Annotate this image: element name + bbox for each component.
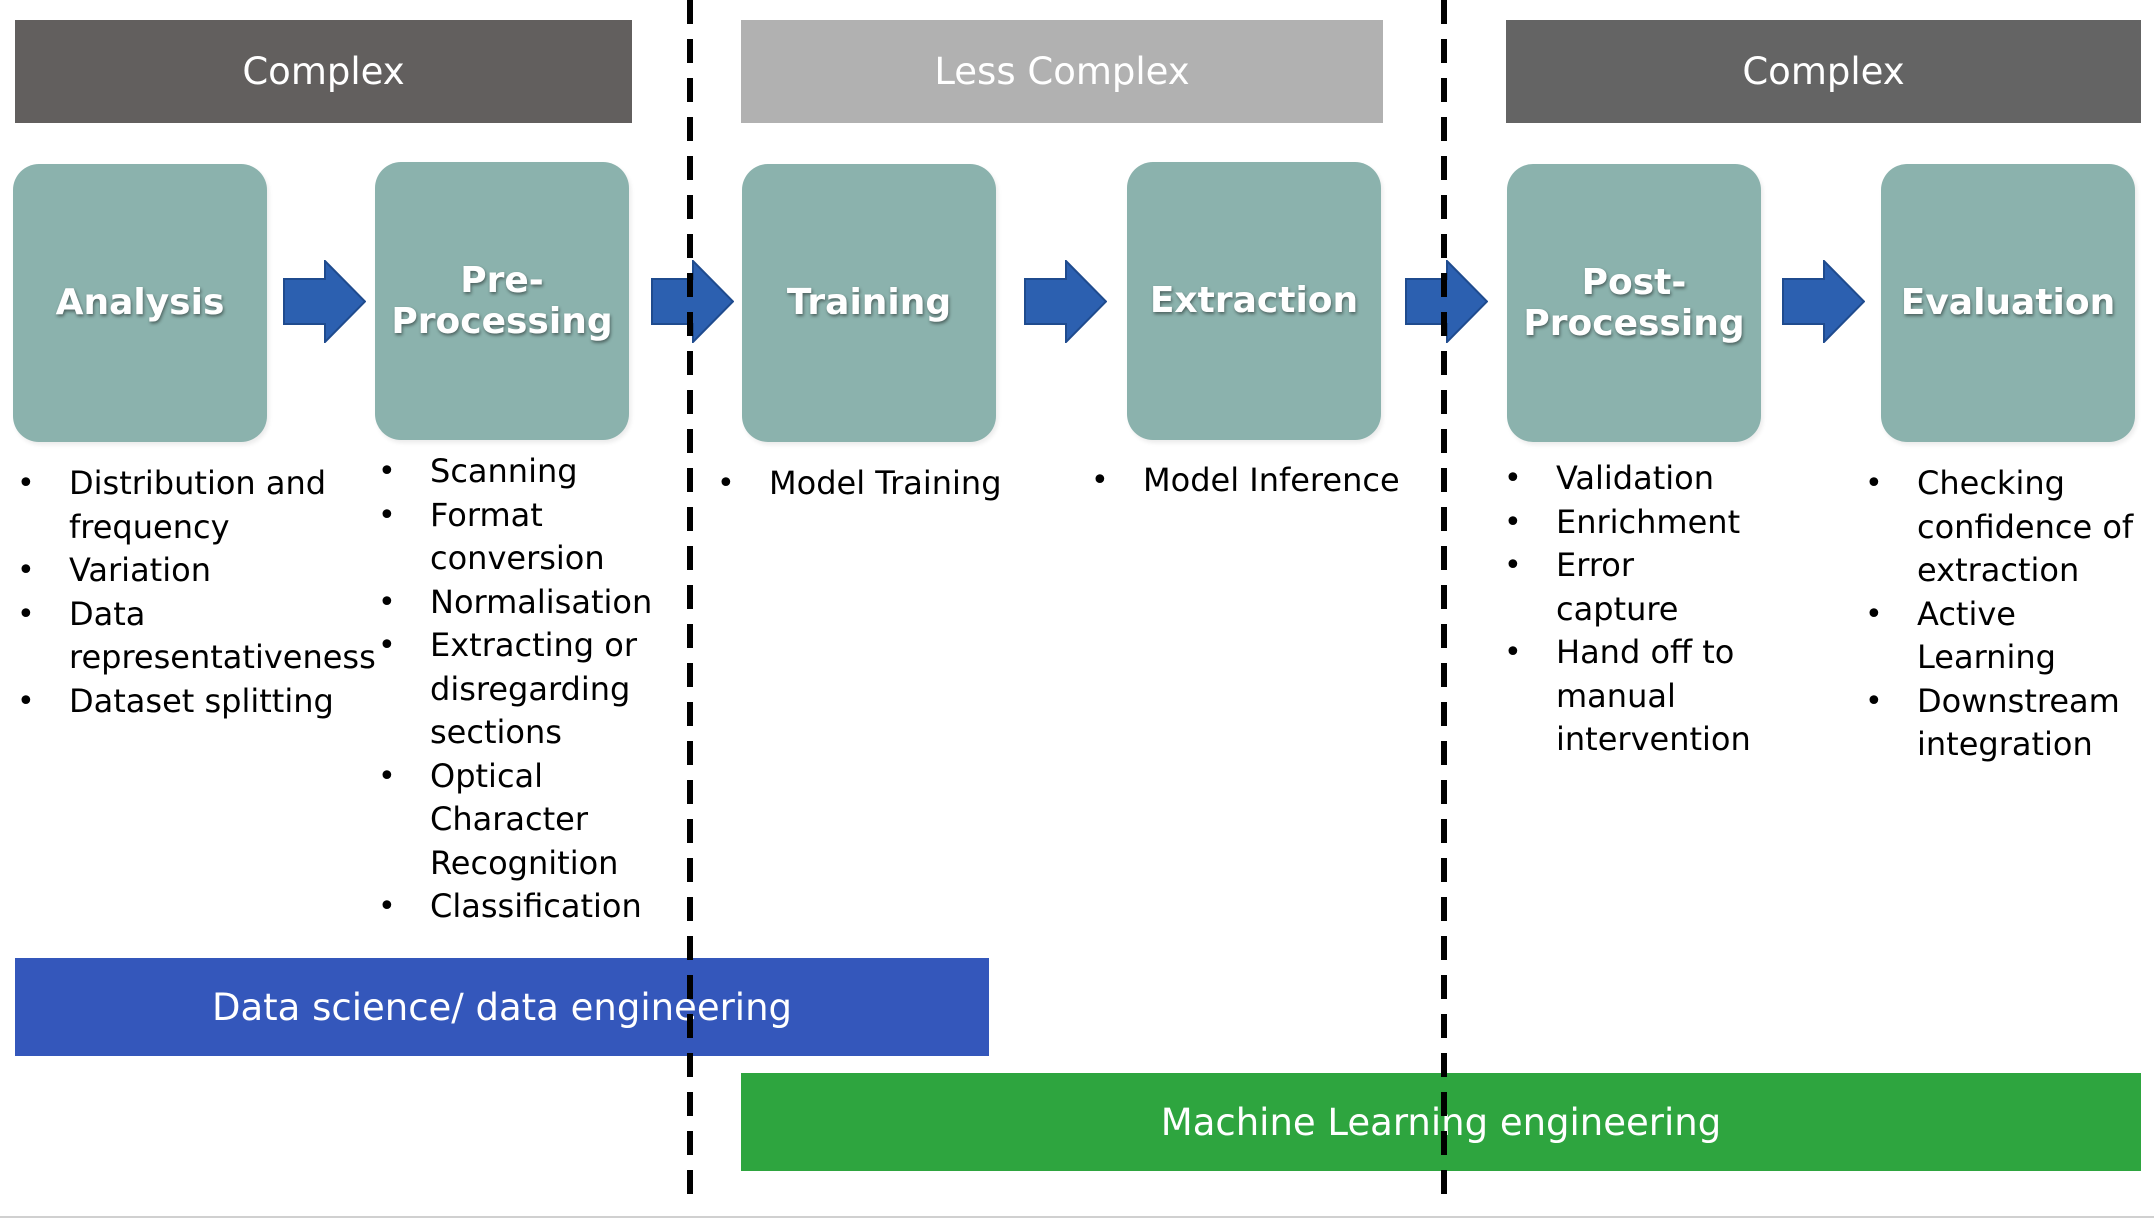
detail-list-item: Active Learning [1865,593,2154,680]
detail-list-item: Extracting or disregarding sections [378,624,678,755]
stage-training-label: Training [786,282,952,324]
detail-list-item: Classification [378,885,678,929]
stage-pre-processing: Pre- Processing [375,162,629,440]
evaluation-details-list: Checking confidence of extractionActive … [1865,462,2154,767]
phase-divider-dashed-line [1441,0,1447,1200]
detail-list-item: Distribution and frequency [17,462,357,549]
stage-evaluation-label: Evaluation [1900,282,2116,324]
detail-list-item: Hand off to manual intervention [1504,631,1764,762]
detail-list-item: Dataset splitting [17,680,357,724]
extraction-details-list: Model Inference [1091,459,1411,503]
bottom-border-line [0,1216,2154,1218]
detail-list-item: Model Inference [1091,459,1411,503]
stage-extraction: Extraction [1127,162,1381,440]
right-arrow-icon [651,260,734,343]
right-arrow-icon [283,260,366,343]
stage-analysis: Analysis [13,164,267,442]
post-processing-details-list: ValidationEnrichmentError captureHand of… [1504,457,1764,762]
stage-training: Training [742,164,996,442]
role-bar-machine-learning: Machine Learning engineering [741,1073,2141,1171]
stage-evaluation: Evaluation [1881,164,2135,442]
detail-list-item: Format conversion [378,494,678,581]
training-details-list: Model Training [717,462,1017,506]
role-bar-data-science: Data science/ data engineering [15,958,989,1056]
analysis-details-list: Distribution and frequencyVariationData … [17,462,376,724]
right-arrow-icon [1405,260,1488,343]
detail-list-item: Downstream integration [1865,680,2154,767]
complexity-header-left: Complex [15,20,632,123]
stage-extraction-label: Extraction [1149,280,1359,322]
detail-list-item: Error capture [1504,544,1764,631]
right-arrow-icon [1024,260,1107,343]
stage-post-processing-label: Post- Processing [1523,261,1745,344]
detail-list-item: Variation [17,549,357,593]
detail-list-item: Optical Character Recognition [378,755,678,886]
phase-divider-dashed-line [687,0,693,1200]
detail-list-item: Validation [1504,457,1764,501]
detail-list-item: Enrichment [1504,501,1764,545]
complexity-header-middle: Less Complex [741,20,1383,123]
pre-processing-details-list: ScanningFormat conversionNormalisationEx… [378,450,678,929]
detail-list-item: Data representativeness [17,593,376,680]
right-arrow-icon [1782,260,1865,343]
stage-analysis-label: Analysis [55,282,225,324]
stage-post-processing: Post- Processing [1507,164,1761,442]
complexity-header-right: Complex [1506,20,2141,123]
detail-list-item: Normalisation [378,581,678,625]
detail-list-item: Model Training [717,462,1017,506]
detail-list-item: Scanning [378,450,678,494]
detail-list-item: Checking confidence of extraction [1865,462,2154,593]
stage-pre-processing-label: Pre- Processing [391,259,613,342]
